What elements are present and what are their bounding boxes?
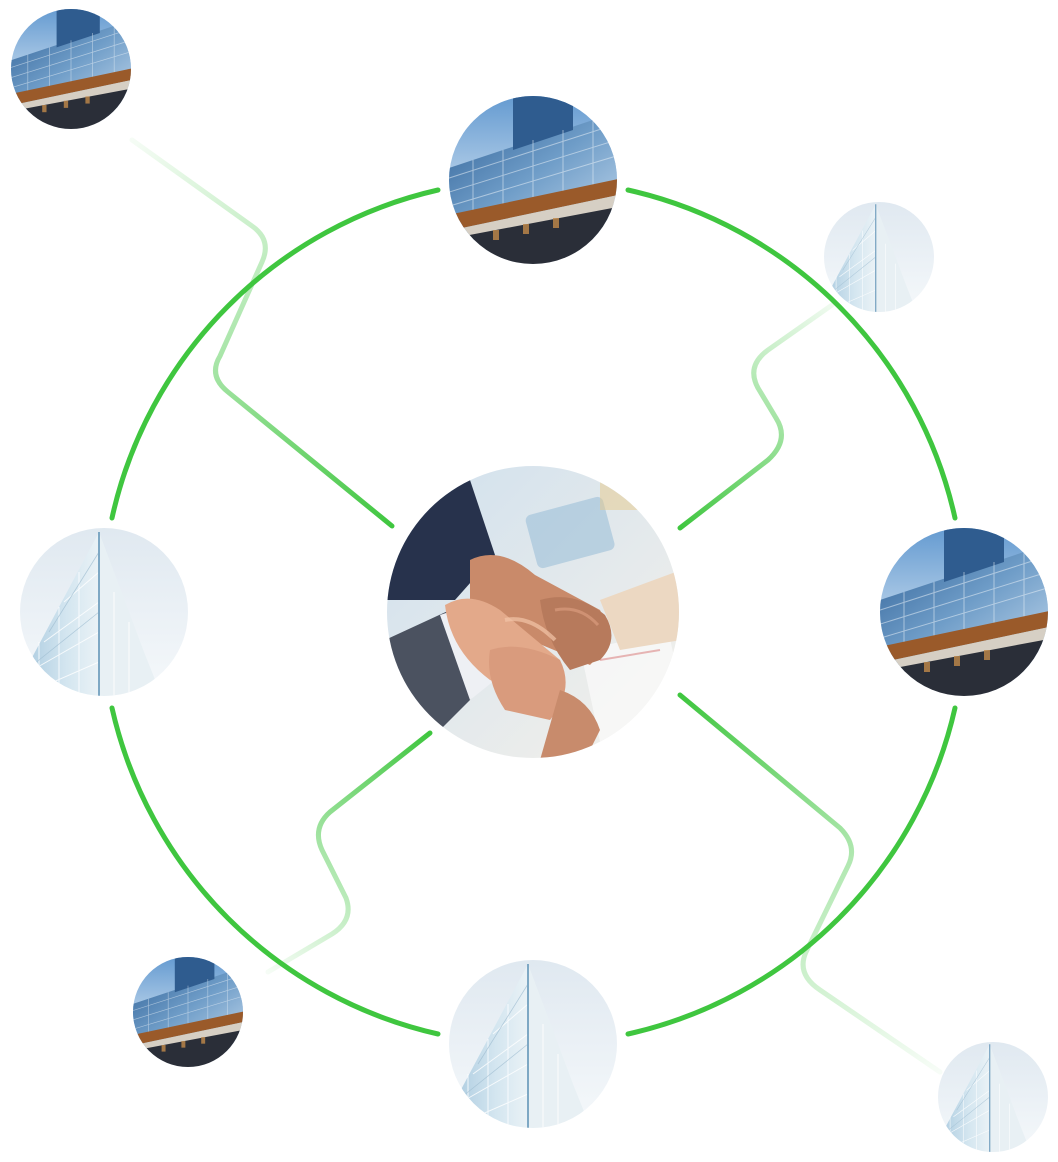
connector-bottom-left [265, 730, 433, 975]
ring-arc-bottom-left [109, 705, 441, 1037]
ring-arc-bottom-right [625, 705, 958, 1037]
glass-tower-image [20, 528, 188, 696]
node-left[interactable] [14, 522, 194, 702]
ring-arc-top-right [625, 187, 958, 521]
connector-bottom-right [677, 692, 943, 1075]
glass-tower-image [824, 202, 934, 312]
connector-top-left [129, 137, 395, 529]
node-outer-top-left[interactable] [6, 4, 136, 134]
office-building-image [880, 528, 1048, 696]
ring-arc-top-left [109, 187, 441, 521]
node-outer-top-right[interactable] [820, 198, 939, 317]
office-building-image [449, 96, 617, 264]
glass-tower-image [938, 1042, 1048, 1152]
office-building-image [133, 957, 243, 1067]
node-top[interactable] [443, 90, 623, 270]
office-building-image [11, 9, 131, 129]
glass-tower-image [449, 960, 617, 1128]
center-node[interactable] [384, 463, 689, 761]
node-bottom[interactable] [443, 954, 623, 1134]
connectors [129, 137, 943, 1075]
node-outer-bottom-right[interactable] [934, 1038, 1053, 1157]
node-outer-bottom-left[interactable] [129, 953, 248, 1072]
team-hands-image [387, 466, 679, 758]
connector-top-right [677, 302, 835, 531]
ring [109, 187, 958, 1037]
node-right[interactable] [874, 522, 1054, 702]
